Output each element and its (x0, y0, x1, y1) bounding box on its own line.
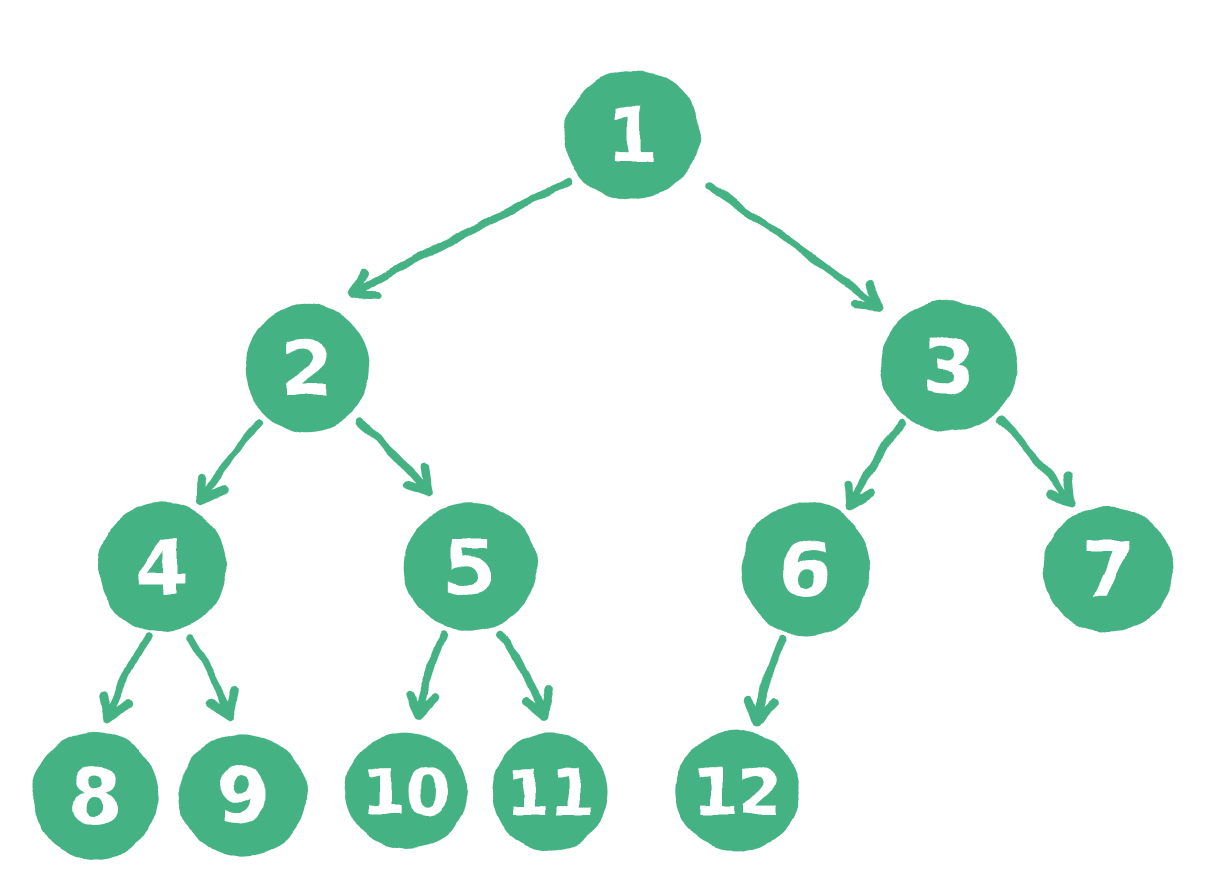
arrowhead-icon (1045, 489, 1076, 507)
edge-2-5 (356, 418, 434, 498)
node-label: 2 (281, 324, 334, 413)
tree-node-3: 3 (880, 300, 1018, 432)
tree-node-12: 12 (674, 730, 800, 852)
arrowhead-icon (744, 696, 762, 727)
node-label: 6 (780, 525, 833, 614)
arrow-shaft (348, 177, 574, 298)
arrowhead-icon (98, 692, 112, 724)
arrowhead-icon (206, 698, 234, 722)
arrowhead-icon (843, 479, 854, 512)
node-circle (403, 503, 537, 631)
node-label: 9 (217, 751, 270, 840)
arrow-shaft (103, 632, 152, 723)
arrow-shaft (187, 633, 233, 721)
tree-node-10: 10 (344, 733, 468, 849)
tree-node-2: 2 (245, 303, 369, 433)
arrowhead-icon (521, 697, 549, 721)
tree-node-1: 1 (564, 70, 700, 200)
node-circle (564, 70, 700, 200)
arrow-shaft (356, 418, 433, 497)
node-circle (179, 733, 307, 857)
node-circle (97, 502, 227, 632)
edge-1-3 (705, 182, 884, 312)
node-label: 3 (923, 322, 976, 411)
edge-2-4 (196, 419, 263, 506)
node-label: 1 (606, 91, 659, 180)
tree-node-5: 5 (403, 503, 537, 631)
tree-node-4: 4 (97, 502, 227, 632)
node-circle (1043, 505, 1173, 633)
tree-node-6: 6 (741, 502, 871, 636)
node-circle (32, 732, 158, 860)
node-circle (741, 502, 871, 636)
edge-4-9 (187, 633, 239, 722)
arrowhead-icon (851, 300, 884, 312)
edge-4-8 (98, 632, 152, 724)
node-circle (674, 730, 800, 852)
edge-3-7 (996, 416, 1076, 507)
node-label: 5 (444, 523, 497, 612)
arrow-shaft (705, 182, 883, 311)
arrowhead-icon (405, 691, 423, 722)
node-label: 8 (69, 752, 122, 841)
arrowhead-icon (196, 473, 206, 506)
arrow-shaft (497, 629, 548, 720)
node-label: 10 (361, 756, 450, 830)
arrow-shaft (753, 636, 787, 726)
arrowhead-icon (347, 269, 368, 299)
tree-node-7: 7 (1043, 505, 1173, 633)
edge-6-12 (744, 636, 787, 727)
arrow-shaft (996, 416, 1075, 506)
arrow-shaft (197, 419, 263, 505)
tree-node-8: 8 (32, 732, 158, 860)
node-label: 12 (692, 756, 781, 830)
node-circle (344, 733, 468, 849)
edge-5-10 (405, 630, 448, 722)
node-circle (880, 300, 1018, 432)
node-circle (245, 303, 369, 433)
edge-3-6 (843, 419, 905, 512)
node-label: 4 (136, 523, 189, 612)
arrow-shaft (414, 630, 448, 721)
tree-node-9: 9 (179, 733, 307, 857)
edge-5-11 (497, 629, 553, 721)
tree-node-11: 11 (491, 732, 609, 852)
arrowhead-icon (402, 481, 434, 498)
node-label: 7 (1082, 525, 1135, 614)
node-circle (491, 732, 609, 852)
node-label: 11 (505, 757, 594, 831)
edge-1-2 (347, 177, 574, 300)
arrow-shaft (845, 419, 905, 511)
